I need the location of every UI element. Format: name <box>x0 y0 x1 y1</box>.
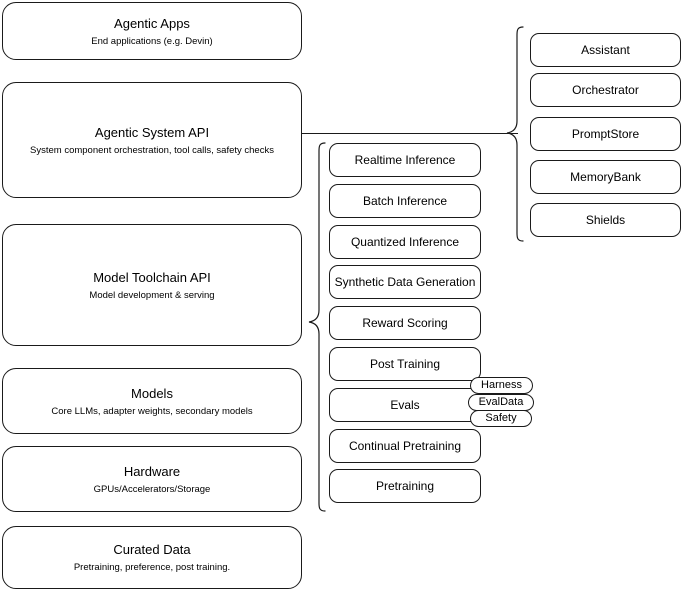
layer-curated-data[interactable]: Curated Data Pretraining, preference, po… <box>2 526 302 589</box>
brace-toolchain-components <box>308 138 326 522</box>
toolchain-chip-continual-pretraining[interactable]: Continual Pretraining <box>329 429 481 463</box>
chip-label: MemoryBank <box>570 170 641 184</box>
chip-label: Synthetic Data Generation <box>334 275 476 289</box>
chip-label: Pretraining <box>375 479 435 493</box>
layer-agentic-apps[interactable]: Agentic Apps End applications (e.g. Devi… <box>2 2 302 60</box>
chip-label: Shields <box>585 213 626 227</box>
toolchain-chip-realtime-inference[interactable]: Realtime Inference <box>329 143 481 177</box>
toolchain-chip-quantized-inference[interactable]: Quantized Inference <box>329 225 481 259</box>
chip-label: Continual Pretraining <box>348 439 462 453</box>
layer-title: Curated Data <box>113 542 191 557</box>
layer-title: Model Toolchain API <box>93 269 211 285</box>
layer-title: Hardware <box>123 463 181 479</box>
chip-label: Batch Inference <box>362 194 448 208</box>
toolchain-chip-batch-inference[interactable]: Batch Inference <box>329 184 481 218</box>
chip-label: Post Training <box>369 357 441 371</box>
pill-label: Harness <box>481 379 522 391</box>
brace-system-components <box>506 22 524 252</box>
layer-subtitle: Pretraining, preference, post training. <box>73 562 231 573</box>
layer-title: Agentic System API <box>94 124 210 140</box>
eval-pill-safety[interactable]: Safety <box>470 410 532 427</box>
layer-subtitle: System component orchestration, tool cal… <box>30 144 274 156</box>
layer-subtitle: End applications (e.g. Devin) <box>91 35 213 47</box>
chip-label: Realtime Inference <box>354 153 456 167</box>
system-chip-orchestrator[interactable]: Orchestrator <box>530 73 681 107</box>
layer-subtitle: Model development & serving <box>89 289 215 301</box>
chip-label: Evals <box>390 398 420 412</box>
chip-label: Reward Scoring <box>362 316 448 330</box>
toolchain-chip-post-training[interactable]: Post Training <box>329 347 481 381</box>
layer-models[interactable]: Models Core LLMs, adapter weights, secon… <box>2 368 302 434</box>
pill-label: Safety <box>485 412 517 424</box>
toolchain-chip-pretraining[interactable]: Pretraining <box>329 469 481 503</box>
system-chip-memorybank[interactable]: MemoryBank <box>530 160 681 194</box>
layer-agentic-system-api[interactable]: Agentic System API System component orch… <box>2 82 302 198</box>
layer-title: Agentic Apps <box>114 15 190 31</box>
layer-model-toolchain-api[interactable]: Model Toolchain API Model development & … <box>2 224 302 346</box>
layer-subtitle: GPUs/Accelerators/Storage <box>93 483 211 495</box>
connector-system-api-to-components <box>302 133 518 134</box>
layer-hardware[interactable]: Hardware GPUs/Accelerators/Storage <box>2 446 302 512</box>
eval-pill-evaldata[interactable]: EvalData <box>468 394 534 411</box>
toolchain-chip-evals[interactable]: Evals <box>329 388 481 422</box>
chip-label: Quantized Inference <box>350 235 460 249</box>
system-chip-assistant[interactable]: Assistant <box>530 33 681 67</box>
pill-label: EvalData <box>478 396 524 408</box>
toolchain-chip-synthetic-data-generation[interactable]: Synthetic Data Generation <box>329 265 481 299</box>
chip-label: Assistant <box>581 43 630 57</box>
eval-pill-harness[interactable]: Harness <box>470 377 533 394</box>
layer-title: Models <box>131 385 173 401</box>
toolchain-chip-reward-scoring[interactable]: Reward Scoring <box>329 306 481 340</box>
chip-label: Orchestrator <box>572 83 639 97</box>
chip-label: PromptStore <box>571 127 640 141</box>
system-chip-shields[interactable]: Shields <box>530 203 681 237</box>
layer-subtitle: Core LLMs, adapter weights, secondary mo… <box>51 405 253 417</box>
system-chip-promptstore[interactable]: PromptStore <box>530 117 681 151</box>
